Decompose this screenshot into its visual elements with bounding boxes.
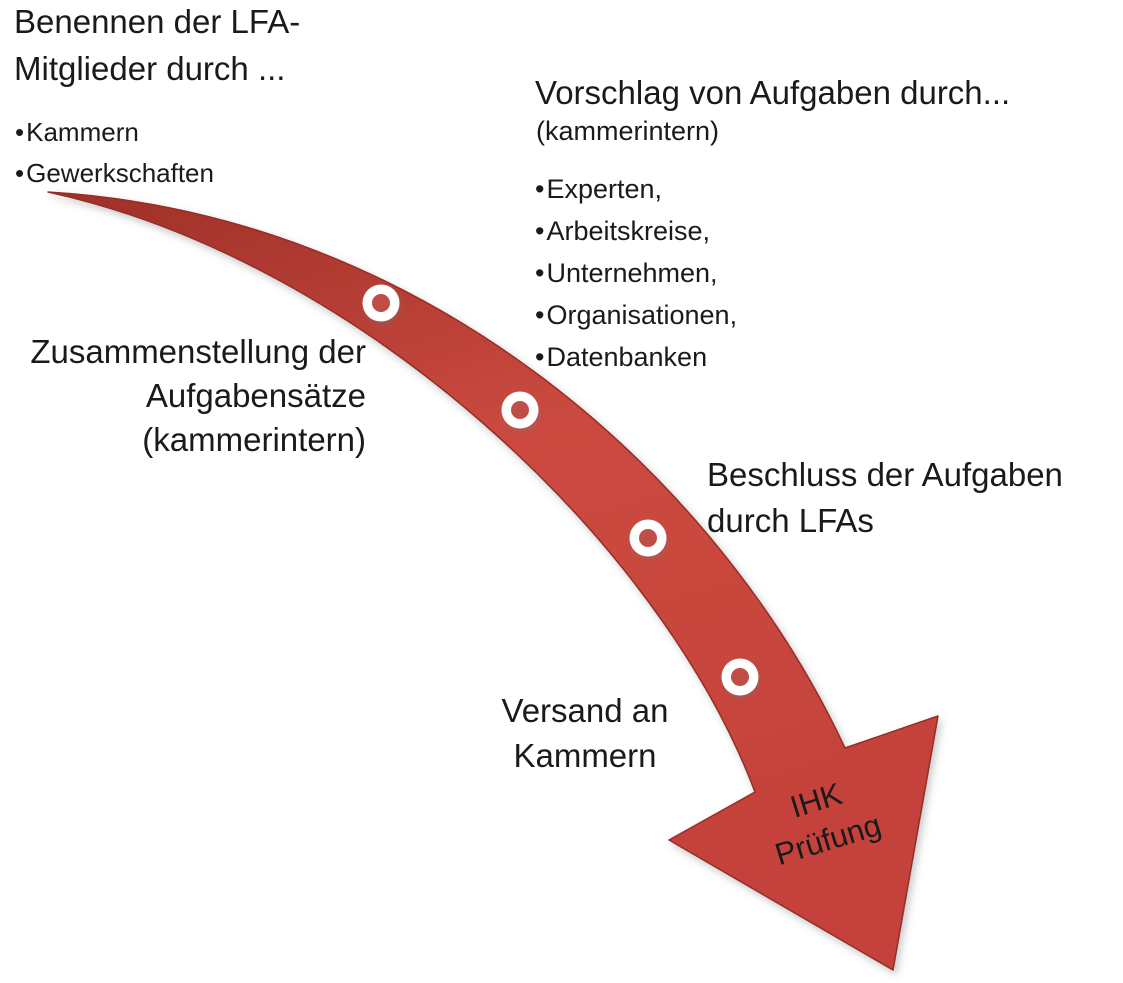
naming-bullet-kammern: Kammern [26,117,139,147]
compilation-line3: (kammerintern) [142,421,366,458]
compilation-step-label: Zusammenstellung der Aufgabensätze (kamm… [14,330,366,462]
milestone-dot [501,391,539,429]
naming-title-line2: Mitglieder durch ... [14,50,286,87]
list-item: • Gewerkschaften [15,153,214,194]
proposal-bullet-datenbanken: Datenbanken [546,342,708,372]
proposal-bullet-unternehmen: Unternehmen, [546,258,718,288]
bullet-icon: • [15,158,25,188]
process-arrow [47,191,939,971]
list-item: • Datenbanken [535,336,737,378]
bullet-icon: • [15,117,25,147]
decision-line2: durch LFAs [707,502,874,539]
proposal-step-title: Vorschlag von Aufgaben durch... [535,74,1011,111]
proposal-bullet-list: • Experten, • Arbeitskreise, • Unternehm… [535,168,737,378]
list-item: • Arbeitskreise, [535,210,737,252]
compilation-line1: Zusammenstellung der [30,333,366,370]
list-item: • Experten, [535,168,737,210]
decision-step-label: Beschluss der Aufgaben durch LFAs [707,452,1063,544]
milestone-dot [362,284,400,322]
bullet-icon: • [535,216,545,246]
naming-bullet-list: • Kammern • Gewerkschaften [15,112,214,194]
naming-step-title: Benennen der LFA- Mitglieder durch ... [14,0,300,92]
bullet-icon: • [535,300,545,330]
list-item: • Organisationen, [535,294,737,336]
dispatch-line2: Kammern [513,737,657,774]
bullet-icon: • [535,342,545,372]
compilation-line2: Aufgabensätze [145,377,366,414]
naming-title-line1: Benennen der LFA- [14,3,301,40]
proposal-bullet-arbeitskreise: Arbeitskreise, [546,216,711,246]
dispatch-step-label: Versand an Kammern [460,688,710,778]
bullet-icon: • [535,174,545,204]
dispatch-line1: Versand an [501,692,669,729]
proposal-bullet-organisationen: Organisationen, [546,300,738,330]
proposal-step-subtitle: (kammerintern) [536,116,720,146]
proposal-bullet-experten: Experten, [546,174,663,204]
bullet-icon: • [535,258,545,288]
milestone-dot [629,519,667,557]
list-item: • Unternehmen, [535,252,737,294]
naming-bullet-gewerkschaften: Gewerkschaften [26,158,214,188]
milestone-dot [721,658,759,696]
list-item: • Kammern [15,112,214,153]
decision-line1: Beschluss der Aufgaben [707,456,1063,493]
